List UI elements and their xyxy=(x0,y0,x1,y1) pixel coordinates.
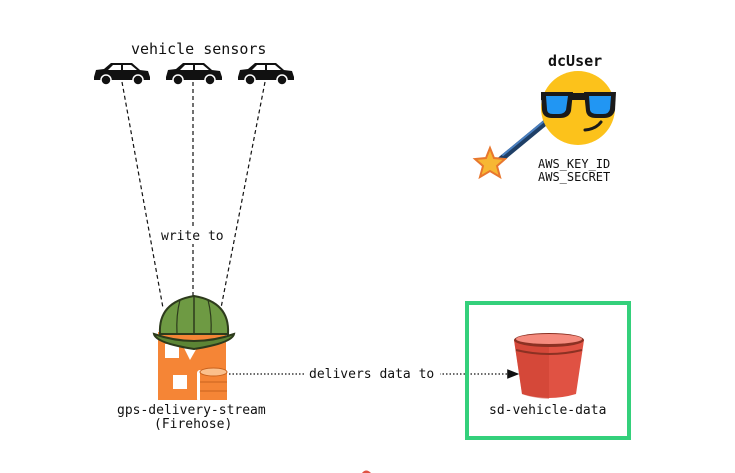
bucket-name: sd-vehicle-data xyxy=(489,403,607,418)
user-name: dcUser xyxy=(548,52,603,70)
stream-name: gps-delivery-stream xyxy=(117,403,266,418)
write-edge-label: write to xyxy=(161,229,224,244)
car-icon xyxy=(94,63,150,86)
s3-bucket-icon xyxy=(514,333,584,399)
magic-wand-icon xyxy=(472,119,549,180)
sensor-line-1 xyxy=(121,81,164,309)
car-icon xyxy=(166,63,222,86)
hard-hat-icon xyxy=(152,294,236,351)
credential-key-id: AWS_KEY_ID xyxy=(538,157,611,171)
car-icon xyxy=(238,63,294,86)
bucket-highlight-box xyxy=(465,301,631,440)
sensor-line-3 xyxy=(220,81,266,309)
deliver-edge-label: delivers data to xyxy=(309,367,435,382)
partial-mark xyxy=(362,470,371,473)
credential-secret: AWS_SECRET xyxy=(538,170,611,184)
sensors-title: vehicle sensors xyxy=(131,40,267,58)
cool-emoji-icon xyxy=(541,71,616,145)
stream-type: (Firehose) xyxy=(154,417,233,432)
